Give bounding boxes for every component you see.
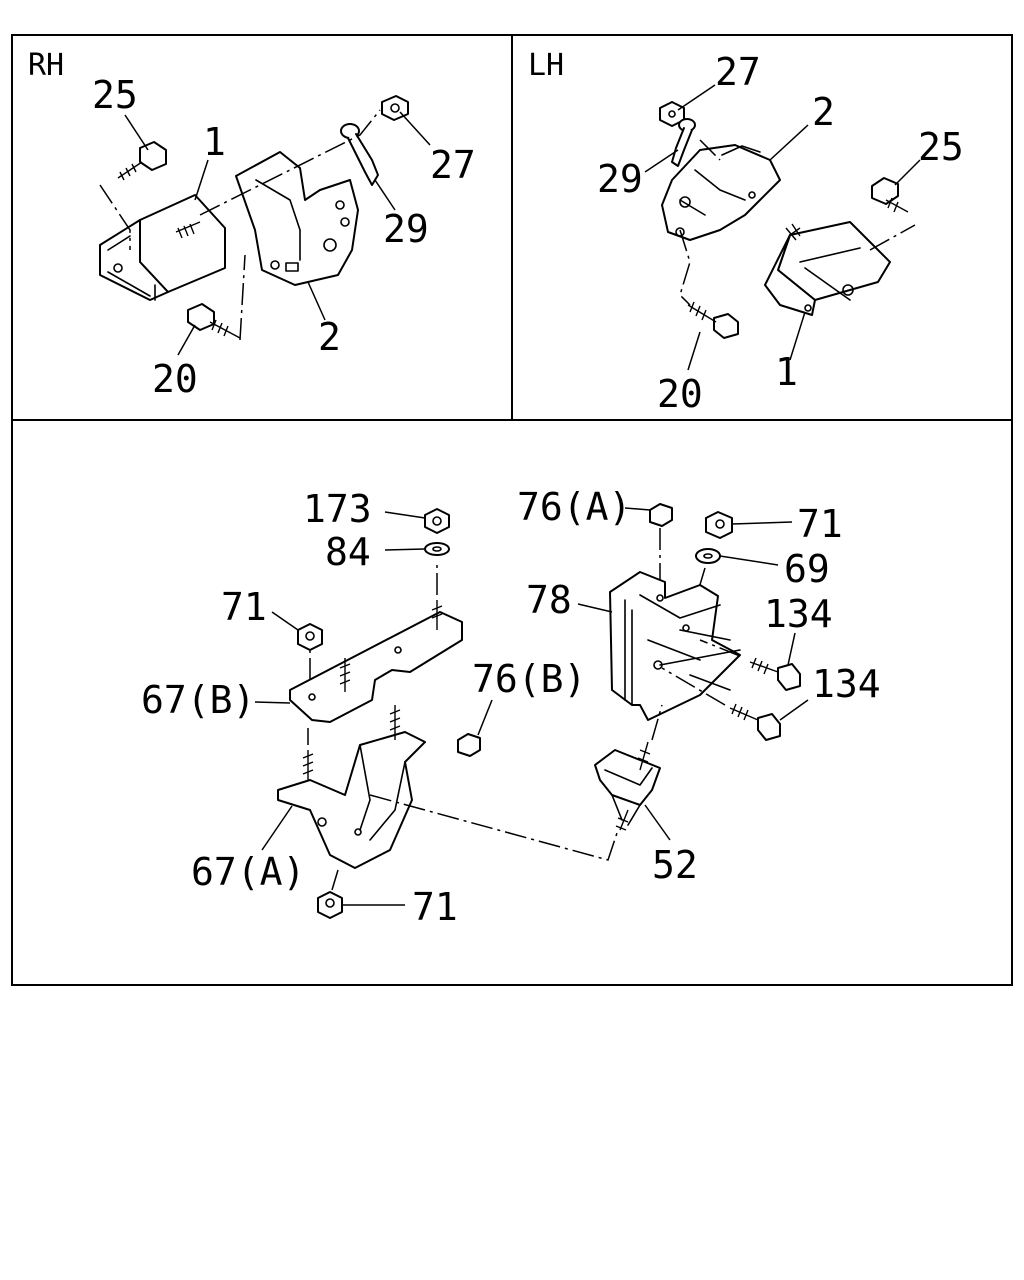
- bracket-78: [609, 571, 741, 721]
- rh-panel-label: RH: [28, 48, 64, 83]
- lh-engine-mount-1: [764, 221, 891, 316]
- lh-callout-29: 29: [597, 157, 643, 201]
- rh-assembly-line-b: [199, 109, 381, 216]
- nut-71-right: [705, 511, 733, 539]
- lh-panel-label: LH: [528, 48, 564, 83]
- callout-134-lower: 134: [812, 662, 881, 706]
- lh-callout-25: 25: [918, 125, 964, 169]
- lh-assembly-line-c: [699, 139, 721, 161]
- nut-173: [424, 508, 450, 534]
- rh-callout-20: 20: [152, 357, 198, 401]
- callout-134-upper: 134: [764, 592, 833, 636]
- rh-engine-mount-1: [99, 194, 226, 301]
- callout-71-bottom: 71: [412, 885, 458, 929]
- rh-callout-25: 25: [92, 73, 138, 117]
- washer-84: [424, 542, 450, 556]
- lh-assembly-line-a: [679, 229, 691, 306]
- rh-assembly-line-c: [239, 254, 246, 341]
- rh-bolt-25: [117, 141, 167, 181]
- lh-callout-2: 2: [812, 90, 835, 134]
- lh-callout-27: 27: [715, 50, 761, 94]
- callout-78: 78: [526, 578, 572, 622]
- lh-callout-1: 1: [775, 350, 798, 394]
- callout-71-top: 71: [221, 585, 267, 629]
- callout-71-right: 71: [797, 502, 843, 546]
- rh-panel: RH: [28, 48, 476, 401]
- callout-76a: 76(A): [517, 485, 631, 529]
- rh-callout-27: 27: [430, 143, 476, 187]
- rh-assembly-line-a: [99, 184, 131, 250]
- rh-bolt-20: [187, 303, 241, 339]
- nut-71-bottom: [317, 891, 343, 919]
- callout-52: 52: [652, 843, 698, 887]
- callout-67a: 67(A): [191, 850, 305, 894]
- mount-52: [594, 704, 663, 831]
- rh-callout-2: 2: [318, 315, 341, 359]
- bolt-134-upper: [699, 639, 801, 691]
- bolt-76b: [457, 733, 481, 757]
- rh-bracket-29: [340, 123, 379, 186]
- lh-panel: LH: [528, 48, 964, 416]
- lh-bracket-2: [661, 144, 781, 241]
- rh-callout-1: 1: [203, 120, 226, 164]
- callout-84: 84: [325, 530, 371, 574]
- bracket-67b: [289, 565, 463, 723]
- assembly-line-67a-to-52: [369, 794, 619, 861]
- rh-bracket-2: [235, 151, 359, 286]
- callout-67b: 67(B): [141, 678, 255, 722]
- bolt-134-lower: [661, 667, 781, 741]
- lh-bolt-25: [871, 177, 909, 213]
- callout-173: 173: [303, 487, 372, 531]
- diagram-frames: [11, 34, 1013, 986]
- lh-bracket-29: [671, 118, 696, 167]
- lh-callout-20: 20: [657, 372, 703, 416]
- bottom-panel: 173 84 71 67(B) 76(B) 67(A) 71 76(A) 71 …: [141, 485, 881, 929]
- lh-assembly-line-b: [869, 224, 916, 251]
- rh-callout-29: 29: [383, 207, 429, 251]
- callout-76b: 76(B): [472, 657, 586, 701]
- lh-bolt-20: [687, 301, 739, 339]
- callout-69: 69: [784, 547, 830, 591]
- bracket-67a: [277, 705, 426, 891]
- nut-71-top: [297, 623, 323, 651]
